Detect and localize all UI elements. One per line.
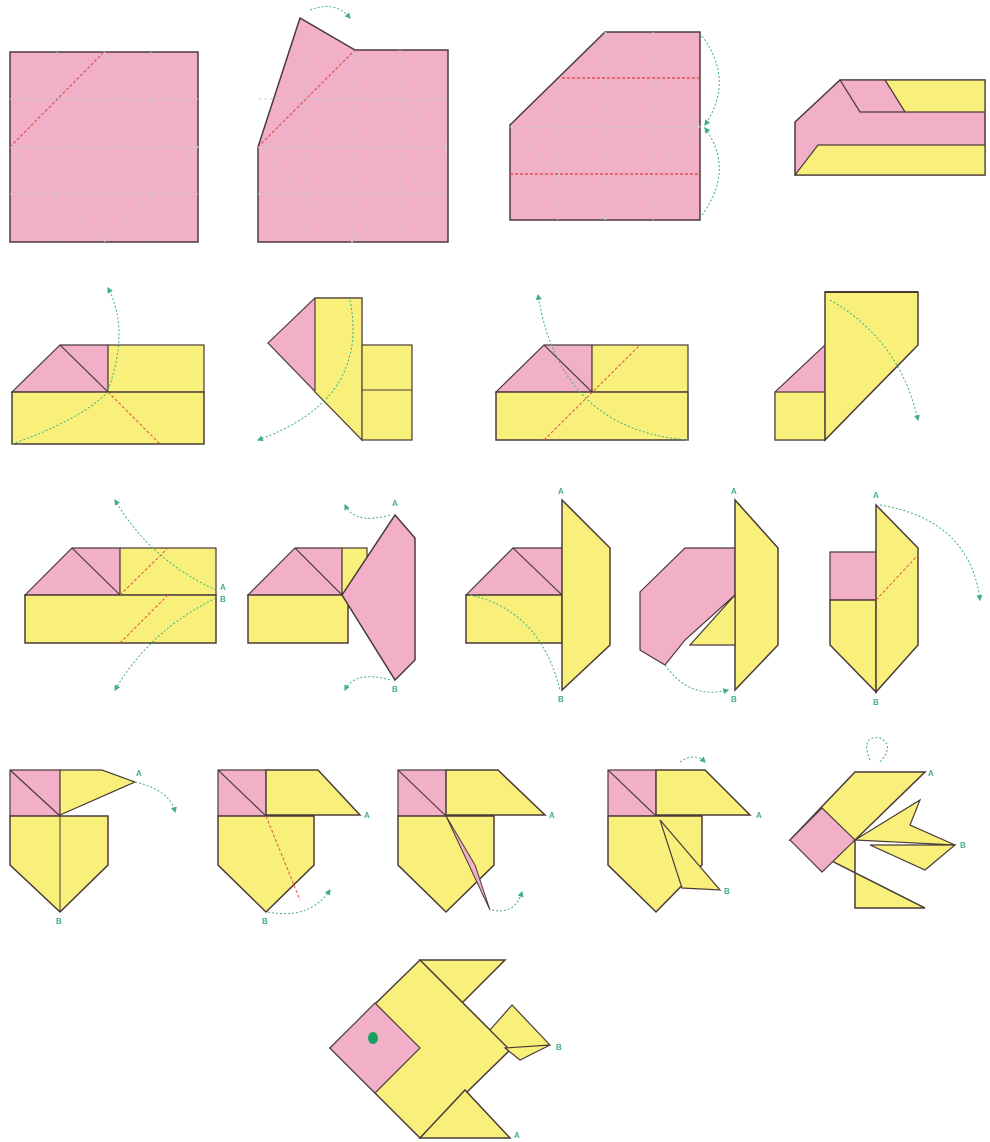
label-a: A [392,499,398,508]
step-16: A [398,770,555,912]
label-a: A [514,1131,520,1140]
label-b: B [262,917,268,926]
step-5 [12,288,204,444]
step-10: A B [248,499,415,694]
step-1 [10,52,198,242]
label-a: A [364,811,370,820]
label-b: B [220,595,226,604]
label-a: A [136,769,142,778]
label-a: A [220,583,226,592]
label-a: A [873,491,879,500]
label-b: B [960,841,966,850]
label-a: A [731,487,737,496]
label-a: A [756,811,762,820]
step-11: A B [466,487,610,704]
step-12: A B [640,487,778,704]
step-2 [258,6,448,242]
step-8 [775,292,918,440]
label-a: A [928,769,934,778]
label-b: B [724,887,730,896]
label-b: B [873,698,879,707]
label-b: B [731,695,737,704]
step-3 [510,32,719,220]
step-15: A B [218,770,370,926]
step-17: A B [608,757,762,912]
step-18: A B [790,738,966,908]
fish-eye [368,1032,378,1044]
label-a: A [549,811,555,820]
step-7 [496,295,688,440]
step-6 [258,298,412,440]
step-14: A B [10,769,175,926]
label-b: B [556,1043,562,1052]
step-9: A B [25,500,226,690]
label-b: B [56,917,62,926]
step-4 [795,80,985,175]
label-b: B [558,695,564,704]
label-b: B [392,685,398,694]
step-19-final-fish: B A [330,960,562,1140]
label-a: A [558,487,564,496]
step-13: A B [830,491,980,707]
